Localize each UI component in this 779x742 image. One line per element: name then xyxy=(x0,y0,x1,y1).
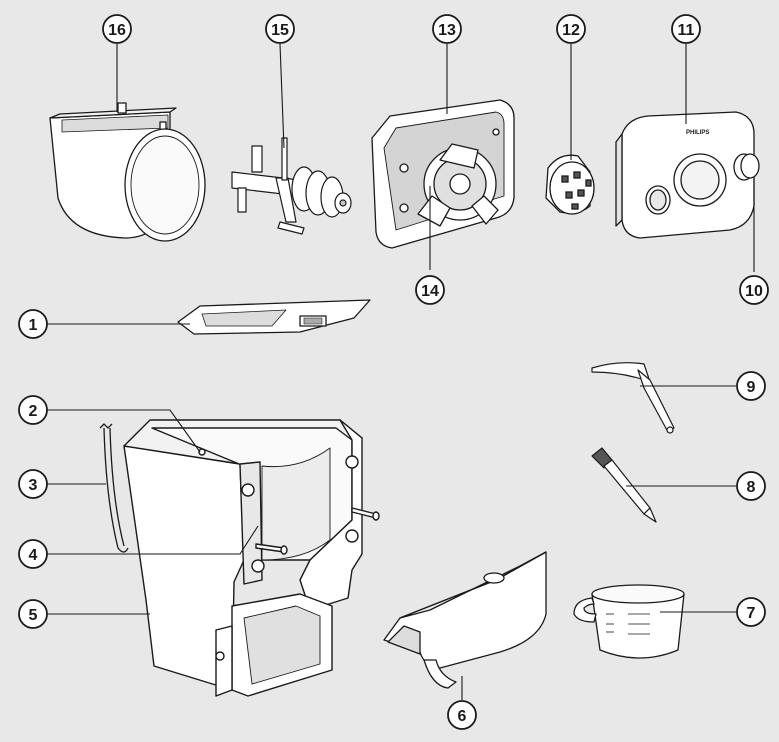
part-13-front-panel xyxy=(372,100,514,248)
callout-11: 11 xyxy=(672,15,700,43)
part-6-drip-tray xyxy=(384,552,546,688)
svg-text:13: 13 xyxy=(438,22,456,39)
part-1-lid xyxy=(178,300,370,334)
part-11-front-cover: PHILIPS xyxy=(616,112,754,238)
callout-1: 1 xyxy=(19,310,47,338)
callout-13: 13 xyxy=(433,15,461,43)
svg-text:7: 7 xyxy=(747,605,756,622)
callout-7: 7 xyxy=(737,598,765,626)
svg-text:10: 10 xyxy=(745,283,763,300)
part-5-main-housing xyxy=(124,420,379,696)
callout-10: 10 xyxy=(740,276,768,304)
part-9-scraper xyxy=(592,363,674,433)
svg-text:9: 9 xyxy=(747,379,756,396)
svg-text:12: 12 xyxy=(562,22,580,39)
callout-2: 2 xyxy=(19,396,47,424)
philips-logo: PHILIPS xyxy=(686,130,709,136)
callout-15: 15 xyxy=(266,15,294,43)
svg-text:5: 5 xyxy=(29,607,38,624)
callout-8: 8 xyxy=(737,472,765,500)
callout-16: 16 xyxy=(103,15,131,43)
callout-3: 3 xyxy=(19,470,47,498)
svg-text:6: 6 xyxy=(458,708,467,725)
callout-4: 4 xyxy=(19,540,47,568)
part-8-brush xyxy=(592,448,656,522)
svg-text:4: 4 xyxy=(29,547,38,564)
part-10-knob xyxy=(734,154,759,180)
part-12-shaping-disc xyxy=(546,155,594,214)
callout-12: 12 xyxy=(557,15,585,43)
svg-text:11: 11 xyxy=(678,22,695,39)
part-7-measuring-cup xyxy=(574,585,684,658)
svg-text:15: 15 xyxy=(271,22,289,39)
callout-9: 9 xyxy=(737,372,765,400)
svg-text:8: 8 xyxy=(747,479,756,496)
callout-5: 5 xyxy=(19,600,47,628)
svg-text:1: 1 xyxy=(29,317,38,334)
callout-14: 14 xyxy=(416,276,444,304)
svg-text:2: 2 xyxy=(29,403,38,420)
callout-6: 6 xyxy=(448,701,476,729)
part-16-mixing-chamber xyxy=(50,103,205,241)
svg-text:16: 16 xyxy=(108,22,126,39)
leader-15 xyxy=(280,44,284,148)
part-3-power-cord xyxy=(100,424,128,552)
part-15-mixing-paddle xyxy=(232,138,351,234)
svg-text:14: 14 xyxy=(421,283,439,300)
svg-text:3: 3 xyxy=(29,477,38,494)
